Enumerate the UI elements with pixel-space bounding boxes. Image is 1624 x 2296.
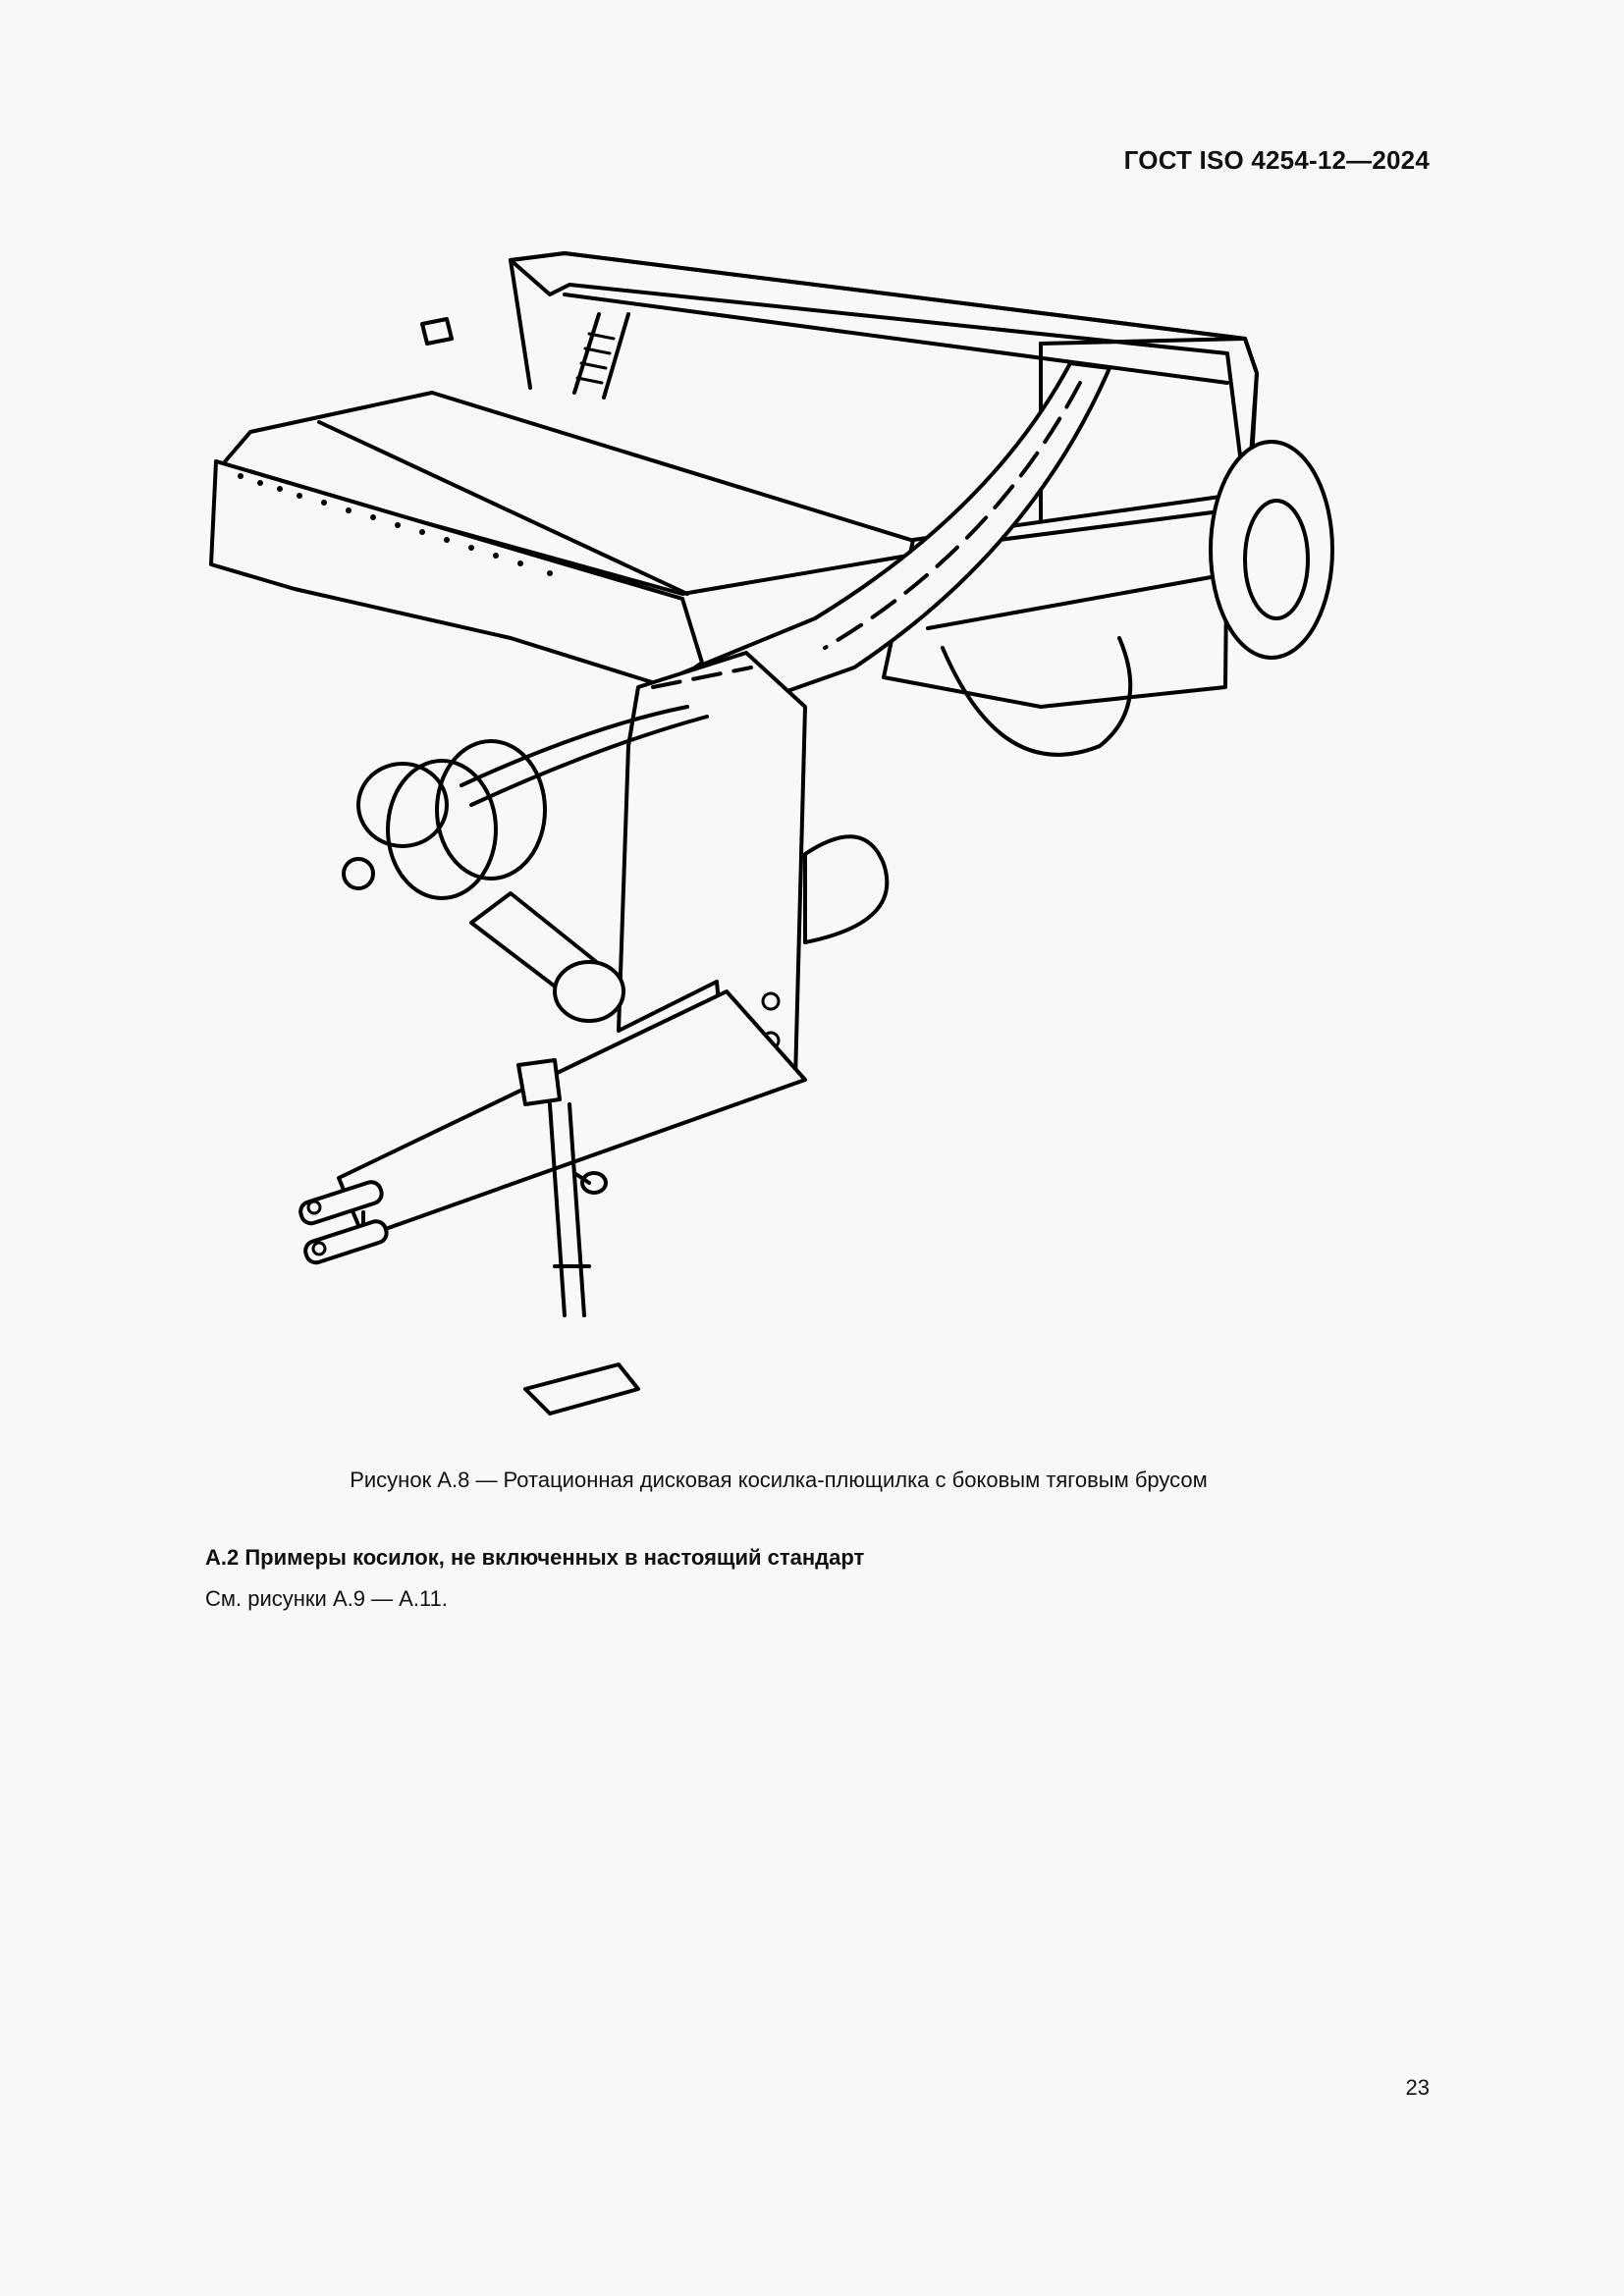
section-body-text: См. рисунки А.9 — А.11. <box>205 1586 448 1611</box>
document-header-code: ГОСТ ISO 4254-12—2024 <box>1123 145 1430 175</box>
page-number: 23 <box>1405 2075 1430 2100</box>
figure-mower-drawing <box>196 236 1375 1443</box>
mower-line-drawing <box>209 251 1334 1415</box>
section-heading: А.2 Примеры косилок, не включенных в нас… <box>205 1545 865 1570</box>
figure-caption: Рисунок А.8 — Ротационная дисковая косил… <box>0 1468 1624 1493</box>
figure-caption-text: Рисунок А.8 — Ротационная дисковая косил… <box>350 1468 1208 1492</box>
